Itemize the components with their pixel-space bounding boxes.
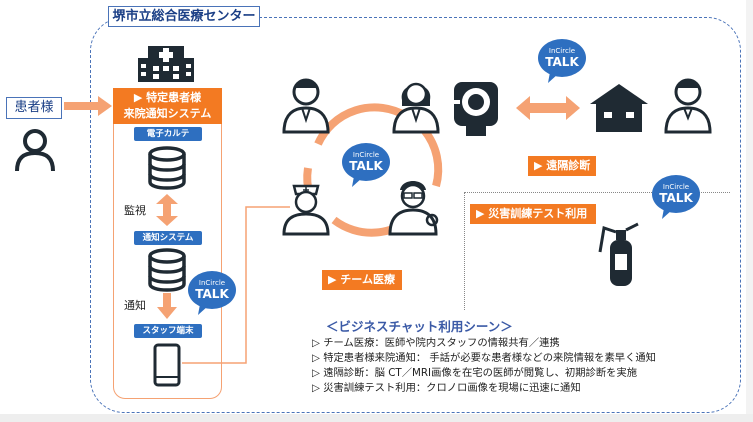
badge-line1: InCircle xyxy=(663,183,689,191)
hospital-frame xyxy=(90,17,741,413)
female-doctor-icon xyxy=(392,82,440,134)
nurse-icon xyxy=(282,184,330,236)
incircle-talk-badge-disaster: InCircle TALK xyxy=(652,175,700,219)
patient-arrow xyxy=(64,96,112,116)
badge-line1: InCircle xyxy=(549,47,575,55)
patient-label: 患者様 xyxy=(6,97,62,119)
notify-database-icon xyxy=(148,248,186,292)
notify-system-label: 通知システム xyxy=(134,231,202,245)
incircle-talk-badge-team: InCircle TALK xyxy=(342,143,390,187)
doctor-icon xyxy=(282,78,330,134)
badge-line1: InCircle xyxy=(199,279,225,287)
phone-team-connector xyxy=(182,206,290,364)
smartphone-icon xyxy=(153,343,181,387)
system-title-line2: 来院通知システム xyxy=(123,107,212,120)
remote-doctor-icon xyxy=(664,78,712,134)
ehr-label: 電子カルテ xyxy=(134,127,202,141)
scenes-title: ＜ビジネスチャット利用シーン＞ xyxy=(326,319,513,334)
notify-down-arrow xyxy=(157,293,177,319)
badge-line2: TALK xyxy=(349,159,383,173)
incircle-talk-badge: InCircle TALK xyxy=(188,271,236,315)
scenes-list: ▷ チーム医療：医師や院内スタッフの情報共有／連携 ▷ 特定患者様来院通知： 手… xyxy=(312,336,656,396)
hospital-building-icon xyxy=(138,46,194,82)
section-divider-vertical xyxy=(464,192,465,310)
scene-item: ▷ チーム医療：医師や院内スタッフの情報共有／連携 xyxy=(312,337,560,349)
doctor-stethoscope-icon xyxy=(388,181,439,236)
hospital-label: 堺市立総合医療センター xyxy=(108,6,260,27)
badge-line2: TALK xyxy=(195,287,229,301)
remote-double-arrow xyxy=(516,96,580,120)
badge-line2: TALK xyxy=(545,55,579,69)
monitor-label: 監視 xyxy=(124,204,146,217)
staff-terminal-label: スタッフ端末 xyxy=(134,324,202,338)
scene-item: ▷ 特定患者様来院通知： 手話が必要な患者様などの来院情報を素早く通知 xyxy=(312,352,656,364)
badge-line2: TALK xyxy=(659,191,693,205)
home-icon xyxy=(590,84,648,132)
bottom-margin xyxy=(0,414,753,422)
monitor-double-arrow xyxy=(156,194,178,226)
tag-remote-diagnosis: ▶ 遠隔診断 xyxy=(528,156,596,176)
scene-item: ▷ 災害訓練テスト利用：クロノロ画像を現場に迅速に通知 xyxy=(312,382,581,394)
mri-scanner-icon xyxy=(450,82,498,136)
ehr-database-icon xyxy=(148,146,186,190)
section-divider xyxy=(464,192,730,193)
right-margin xyxy=(746,0,753,414)
tag-team-medicine: ▶ チーム医療 xyxy=(322,270,402,290)
scene-item: ▷ 遠隔診断：脳 CT／MRI画像を在宅の医師が閲覧し、初期診断を実施 xyxy=(312,367,638,379)
badge-line1: InCircle xyxy=(353,151,379,159)
notify-label: 通知 xyxy=(124,299,146,312)
patient-icon xyxy=(15,129,55,172)
system-title: ▶ 特定患者様 来院通知システム xyxy=(113,88,222,124)
fire-extinguisher-icon xyxy=(598,222,639,286)
incircle-talk-badge-remote: InCircle TALK xyxy=(538,39,586,83)
system-title-line1: ▶ 特定患者様 xyxy=(133,91,202,104)
tag-disaster-training: ▶ 災害訓練テスト利用 xyxy=(470,204,596,224)
